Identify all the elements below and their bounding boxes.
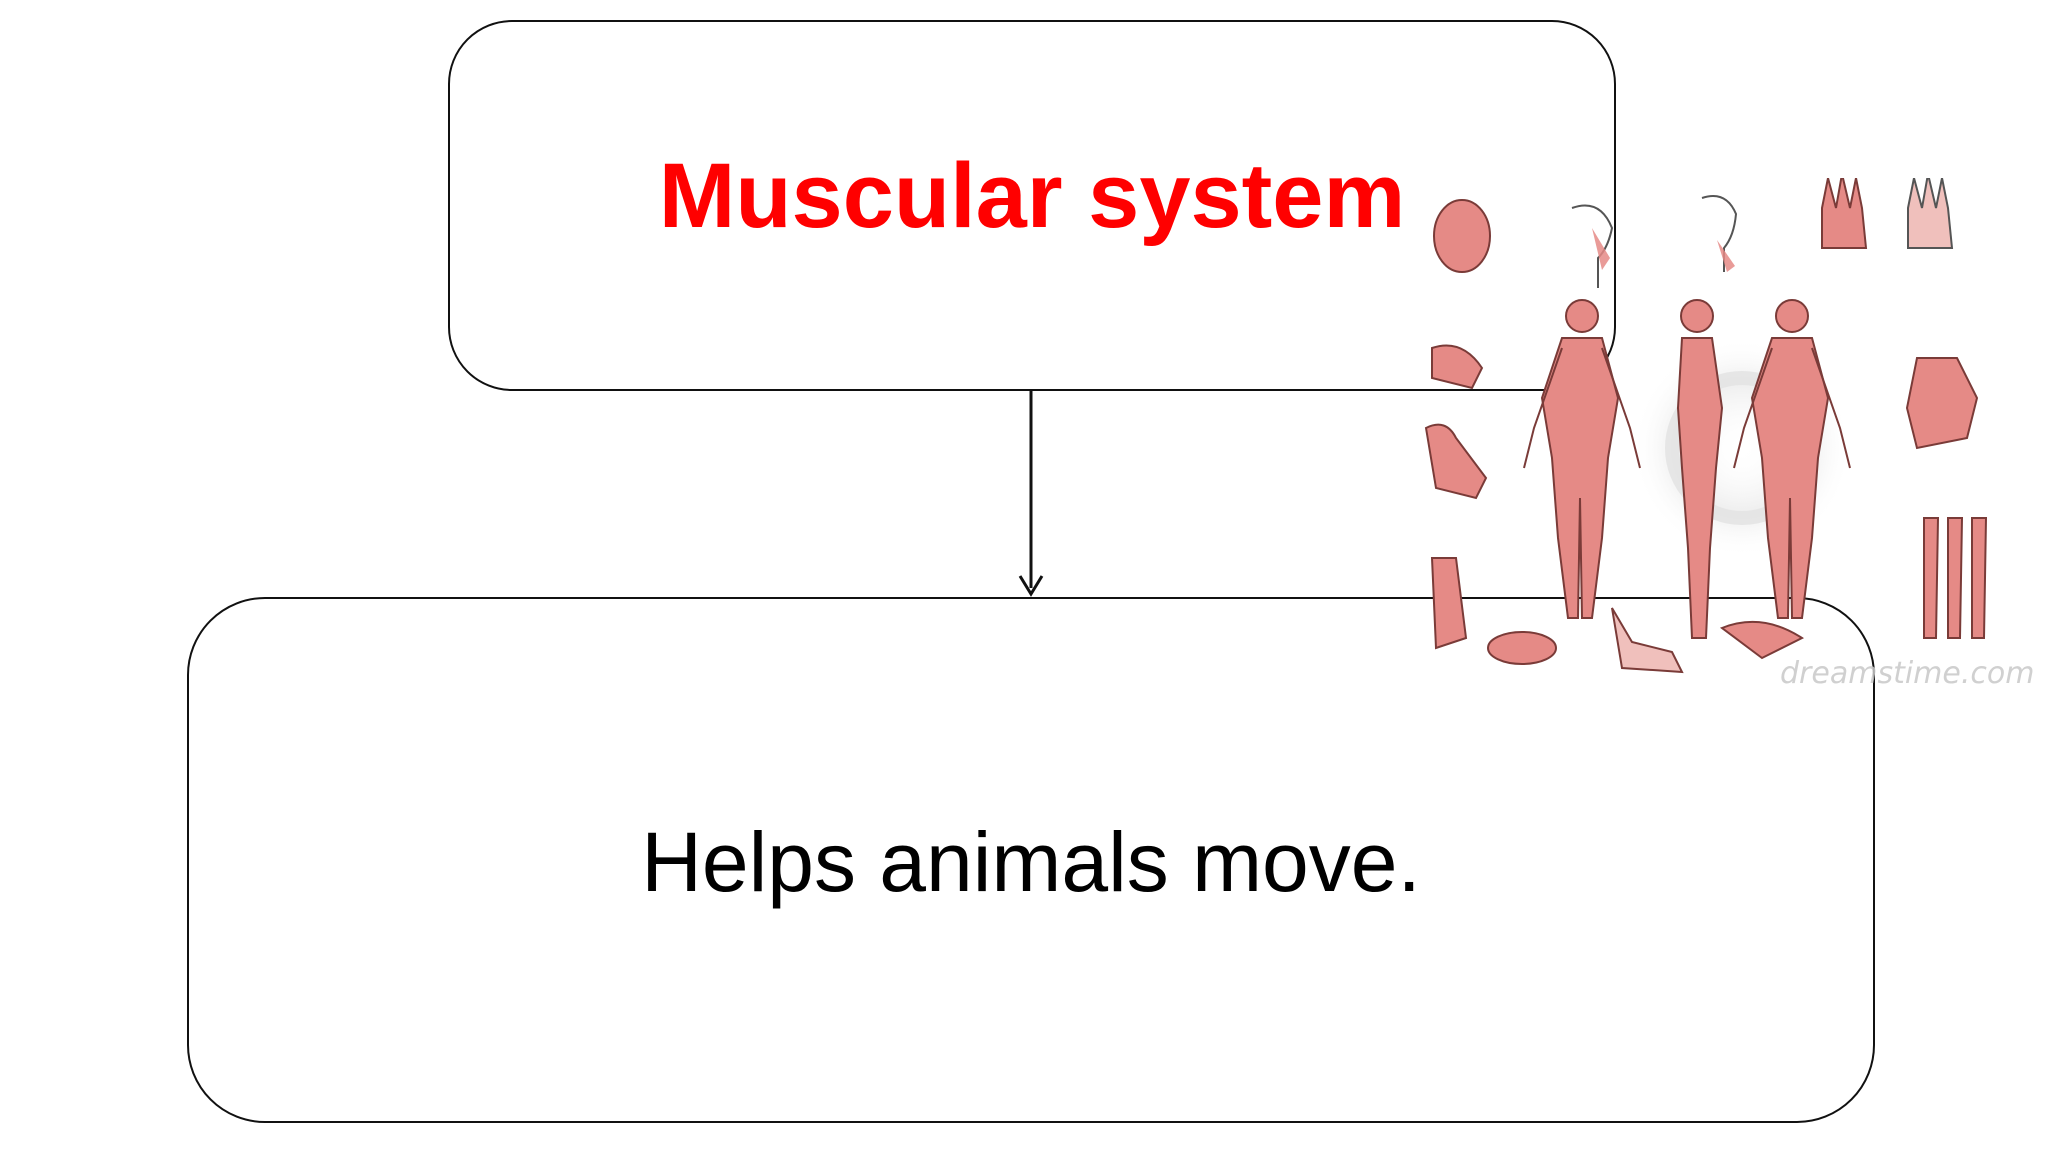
- diagram-title: Muscular system: [658, 145, 1406, 247]
- muscular-anatomy-image: [1424, 178, 1988, 674]
- title-box: [448, 20, 1616, 391]
- description-box: [187, 597, 1875, 1123]
- watermark: dreamstime.com: [1780, 656, 2035, 691]
- diagram-description: Helps animals move.: [641, 815, 1421, 909]
